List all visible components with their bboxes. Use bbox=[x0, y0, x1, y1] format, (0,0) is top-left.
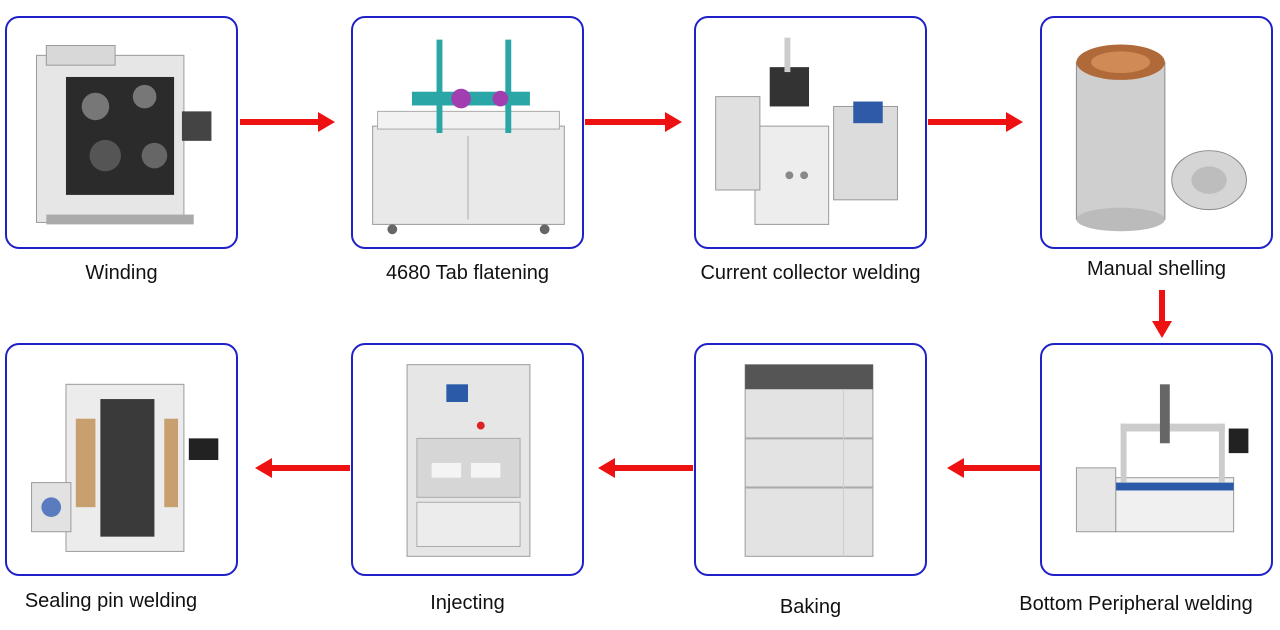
laser-welder-icon bbox=[715, 37, 898, 225]
arrow-right-2 bbox=[585, 112, 682, 132]
injection-machine-icon bbox=[406, 364, 531, 557]
arrow-down bbox=[1152, 290, 1172, 338]
arrow-left-2 bbox=[598, 458, 693, 478]
tab-flattening-machine-icon bbox=[372, 39, 565, 235]
step-label-bottom-peripheral-welding: Bottom Peripheral welding bbox=[1019, 593, 1253, 615]
step-card-current-collector-welding bbox=[694, 16, 927, 249]
oven-icon bbox=[744, 364, 874, 557]
step-label-baking: Baking bbox=[779, 596, 842, 618]
step-label-tab-flattening: 4680 Tab flatening bbox=[385, 262, 550, 284]
step-label-winding: Winding bbox=[85, 262, 158, 284]
winding-machine-icon bbox=[35, 45, 212, 225]
sealing-welder-icon bbox=[31, 383, 219, 552]
step-card-winding bbox=[5, 16, 238, 249]
step-card-injecting bbox=[351, 343, 584, 576]
arrow-right-1 bbox=[240, 112, 335, 132]
step-card-bottom-peripheral-welding bbox=[1040, 343, 1273, 576]
battery-can-icon bbox=[1075, 44, 1247, 232]
step-card-baking bbox=[694, 343, 927, 576]
step-label-injecting: Injecting bbox=[430, 592, 505, 614]
step-card-manual-shelling bbox=[1040, 16, 1273, 249]
step-card-sealing-pin-welding bbox=[5, 343, 238, 576]
gantry-welder-icon bbox=[1075, 384, 1249, 533]
step-label-sealing-pin-welding: Sealing pin welding bbox=[24, 590, 198, 612]
step-label-current-collector-welding: Current collector welding bbox=[700, 262, 921, 284]
arrow-left-3 bbox=[255, 458, 350, 478]
arrow-left-1 bbox=[947, 458, 1040, 478]
step-label-manual-shelling: Manual shelling bbox=[1087, 258, 1226, 280]
arrow-right-3 bbox=[928, 112, 1023, 132]
step-card-tab-flattening bbox=[351, 16, 584, 249]
